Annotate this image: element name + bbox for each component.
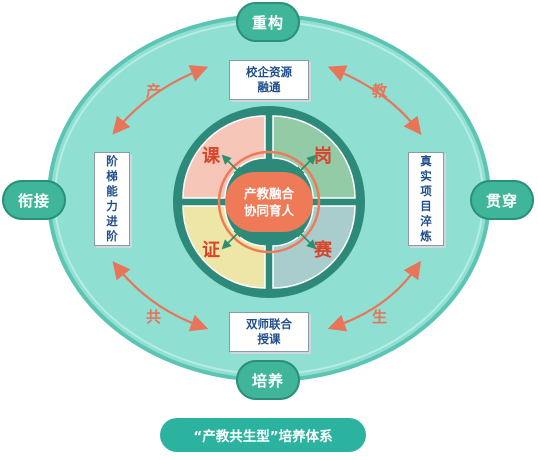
arrow-top-left bbox=[112, 65, 209, 135]
quadrant-label-course: 课 bbox=[202, 146, 220, 167]
center-line-1: 产教融合 bbox=[243, 186, 294, 201]
arc-label-top-left: 产 bbox=[146, 82, 162, 100]
scroll-left-label: 阶梯 能力 进阶 bbox=[106, 154, 118, 243]
diag-arrow-tr bbox=[294, 154, 317, 177]
diag-arrow-tl bbox=[221, 154, 244, 177]
node-top: 重构 bbox=[236, 2, 300, 42]
diag-arrow-bl bbox=[221, 227, 244, 250]
arc-label-top-right: 教 bbox=[372, 82, 388, 100]
diagram-caption: “产教共生型”培养体系 bbox=[160, 418, 366, 452]
diag-arrow-br bbox=[294, 227, 317, 250]
arrow-top-right bbox=[327, 65, 422, 135]
scroll-bottom: 双师联合 授课 bbox=[229, 312, 309, 352]
center-line-2: 协同育人 bbox=[243, 203, 294, 218]
center-core: 产教融合 协同育人 bbox=[225, 172, 313, 232]
quadrant-label-competition: 赛 bbox=[314, 240, 332, 261]
node-left: 衔接 bbox=[2, 180, 66, 220]
arc-label-bottom-left: 共 bbox=[146, 308, 162, 326]
scroll-top-label: 校企资源 融通 bbox=[246, 65, 292, 94]
node-right: 贯穿 bbox=[470, 180, 534, 220]
scroll-bottom-label: 双师联合 授课 bbox=[246, 317, 292, 346]
node-bottom: 培养 bbox=[236, 360, 300, 400]
arrow-bottom-right bbox=[327, 260, 422, 332]
scroll-left: 阶梯 能力 进阶 bbox=[94, 152, 130, 246]
center-ring bbox=[217, 150, 321, 254]
scroll-top: 校企资源 融通 bbox=[229, 60, 309, 100]
arc-label-bottom-right: 生 bbox=[372, 308, 388, 326]
scroll-right: 真实 项目 淬炼 bbox=[408, 152, 444, 246]
arrow-bottom-left bbox=[112, 261, 209, 332]
scroll-right-label: 真实 项目 淬炼 bbox=[420, 154, 432, 243]
quadrant-label-certificate: 证 bbox=[202, 240, 220, 261]
quadrant-label-post: 岗 bbox=[314, 146, 332, 167]
